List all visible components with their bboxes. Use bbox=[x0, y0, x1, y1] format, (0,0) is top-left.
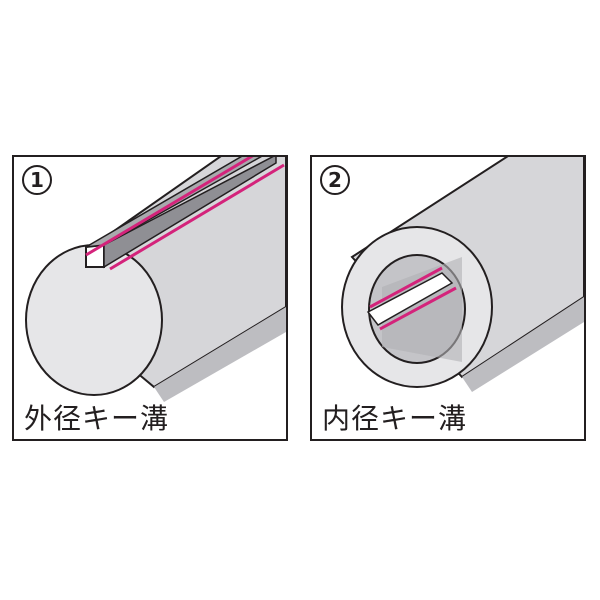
panel-caption: 外径キー溝 bbox=[24, 402, 170, 435]
solid-shaft-illustration bbox=[25, 157, 286, 402]
panel-external-keyway: 1 外径キー溝 bbox=[12, 155, 288, 441]
keyway-highlight-line bbox=[109, 163, 285, 271]
panel-number-badge: 1 bbox=[22, 165, 52, 195]
keyway-highlight-line bbox=[85, 157, 254, 257]
panel-internal-keyway: 2 内径キー溝 bbox=[310, 155, 586, 441]
keyway-highlight-line bbox=[379, 286, 457, 331]
keyway-highlight-line bbox=[369, 266, 443, 309]
hollow-pipe-illustration bbox=[341, 157, 584, 392]
panel-number-badge: 2 bbox=[320, 165, 350, 195]
panel-caption: 内径キー溝 bbox=[322, 402, 468, 435]
